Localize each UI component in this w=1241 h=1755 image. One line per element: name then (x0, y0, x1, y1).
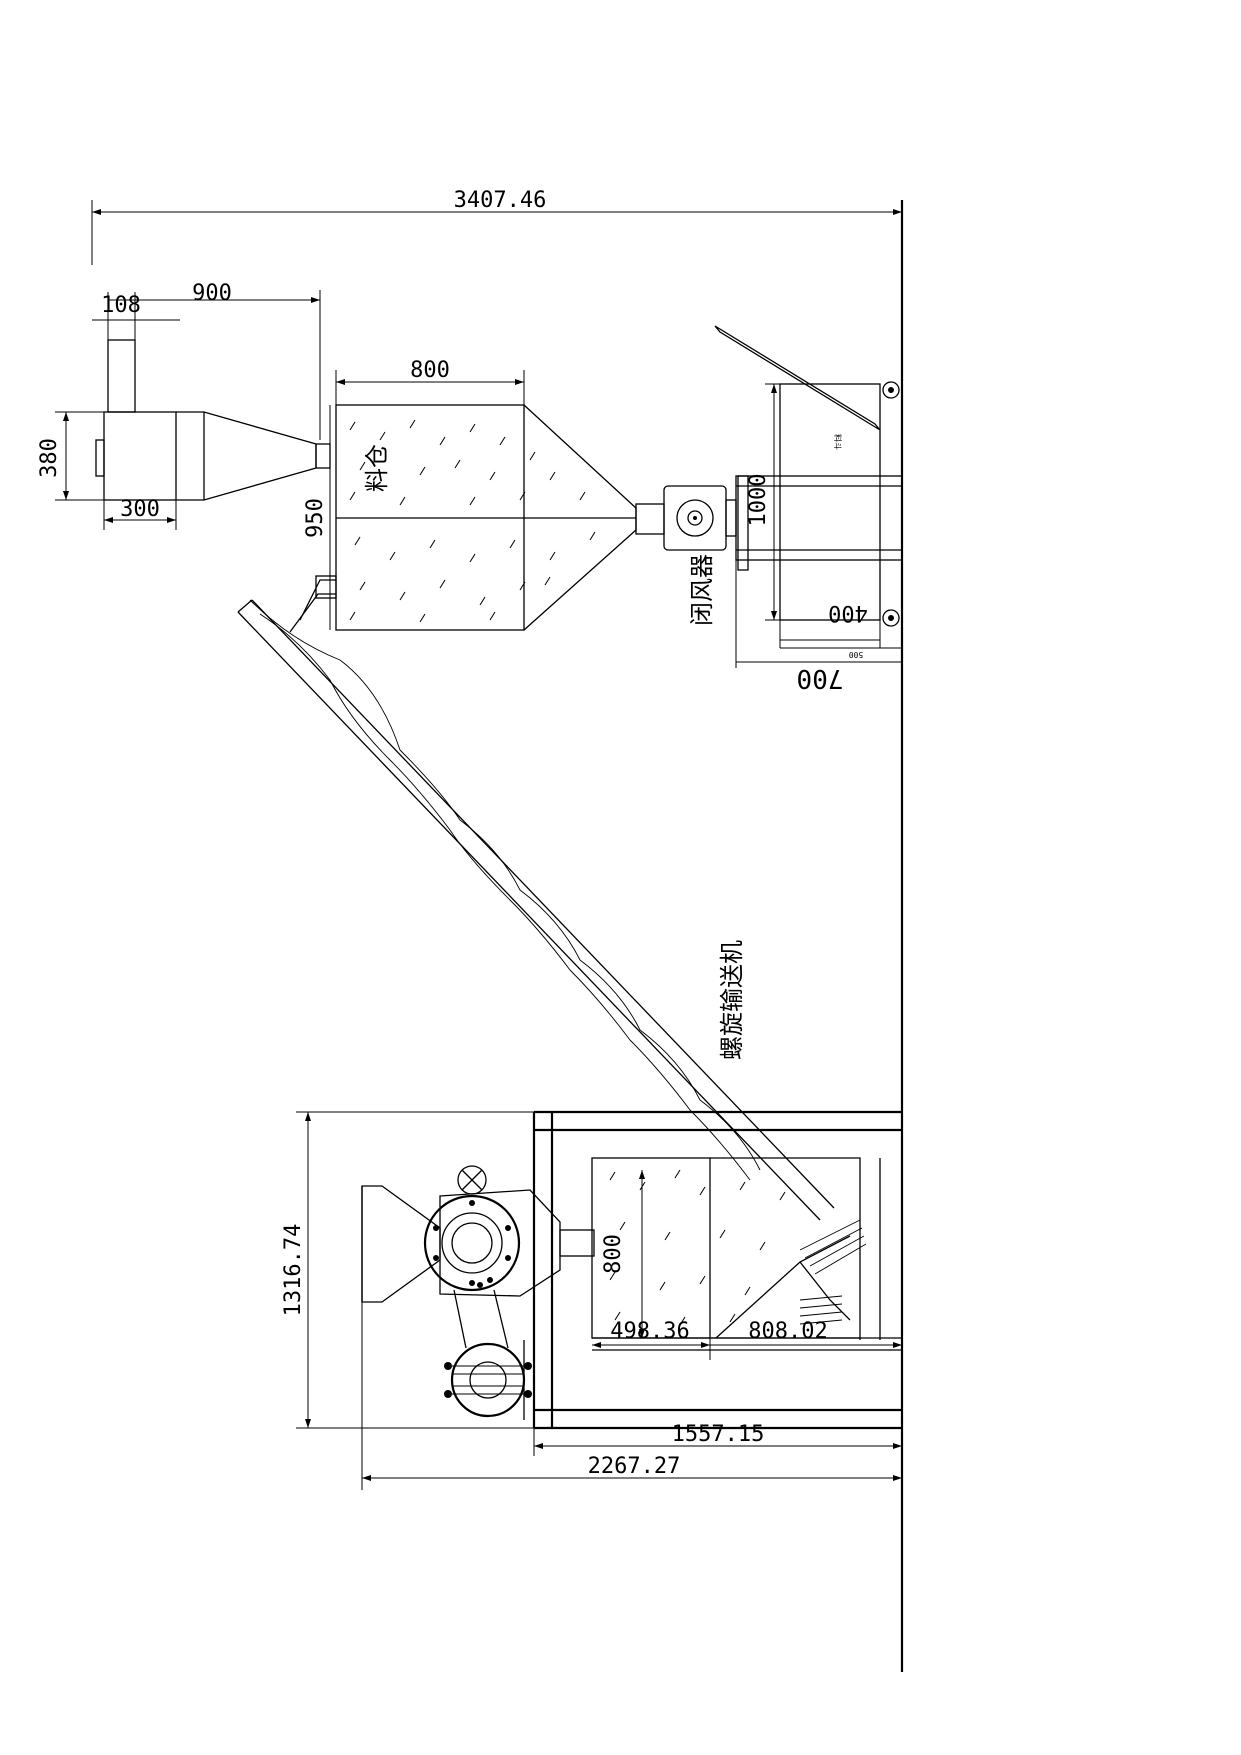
dim-feeder-base: 700 (797, 663, 844, 693)
feeder-hopper: 料斗 1000 400 500 700 (714, 325, 903, 693)
label-feeder-tag: 料斗 (833, 434, 843, 450)
dim-feeder-width: 400 (828, 600, 868, 625)
dim-overall-width: 3407.46 (454, 188, 547, 213)
label-screw-conveyor: 螺旋输送机 (718, 940, 746, 1060)
dim-bin-height: 950 (303, 498, 328, 538)
dim-feeder-height: 1000 (746, 474, 771, 527)
dim-bin-width: 800 (410, 358, 450, 383)
dim-machine-total: 2267.27 (588, 1454, 681, 1479)
screw-conveyor: 螺旋输送机 (237, 579, 835, 1221)
airlock: 闭风器 (663, 485, 737, 626)
dim-cyclone-to-bin: 900 (192, 281, 232, 306)
dim-machine-height: 1316.74 (281, 1224, 306, 1317)
label-bin: 料仓 (363, 444, 391, 492)
dim-frame-width: 1557.15 (672, 1422, 765, 1447)
dim-cyclone-body: 300 (120, 497, 160, 522)
dim-cyclone-offset: 108 (101, 293, 141, 318)
overall-dimension: 3407.46 (91, 188, 902, 265)
dim-tank-left: 498.36 (610, 1319, 689, 1344)
dim-feeder-small: 500 (849, 650, 864, 659)
cyclone: 108 900 380 300 (37, 281, 331, 530)
dim-cyclone-height: 380 (37, 438, 62, 478)
storage-bin: 料仓 800 950 (303, 358, 665, 631)
grinding-machine: 800 498.36 808.02 (281, 1110, 902, 1490)
dim-tank-right: 808.02 (748, 1319, 827, 1344)
dim-tank-height: 800 (601, 1234, 626, 1274)
label-airlock: 闭风器 (688, 554, 716, 626)
